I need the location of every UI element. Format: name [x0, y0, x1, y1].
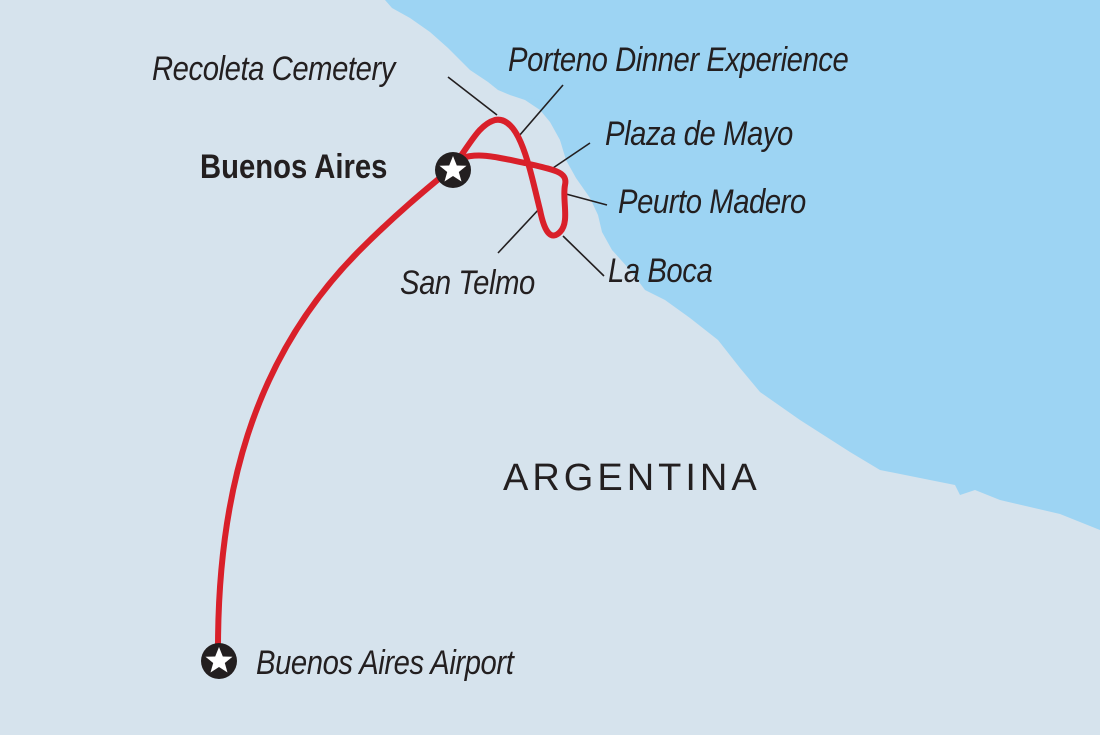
poi-label-porteno-dinner: Porteno Dinner Experience: [508, 41, 849, 79]
leader-lines: [447, 76, 608, 277]
water-area: [385, 0, 1100, 530]
poi-label-la-boca: La Boca: [608, 252, 713, 290]
star-marker-icon: [205, 647, 233, 673]
route-line: [215, 116, 569, 651]
star-marker-icon: [439, 156, 467, 182]
poi-label-peurto-madero: Peurto Madero: [618, 183, 806, 221]
airport-marker[interactable]: [201, 643, 237, 679]
country-label: ARGENTINA: [503, 457, 761, 499]
poi-label-plaza-de-mayo: Plaza de Mayo: [605, 115, 793, 153]
buenos-aires-marker[interactable]: [435, 152, 471, 188]
poi-label-san-telmo: San Telmo: [400, 264, 535, 302]
city-label-buenos-aires: Buenos Aires: [200, 148, 388, 186]
city-label-buenos-aires-airport: Buenos Aires Airport: [256, 644, 514, 682]
poi-label-recoleta-cemetery: Recoleta Cemetery: [152, 50, 395, 88]
